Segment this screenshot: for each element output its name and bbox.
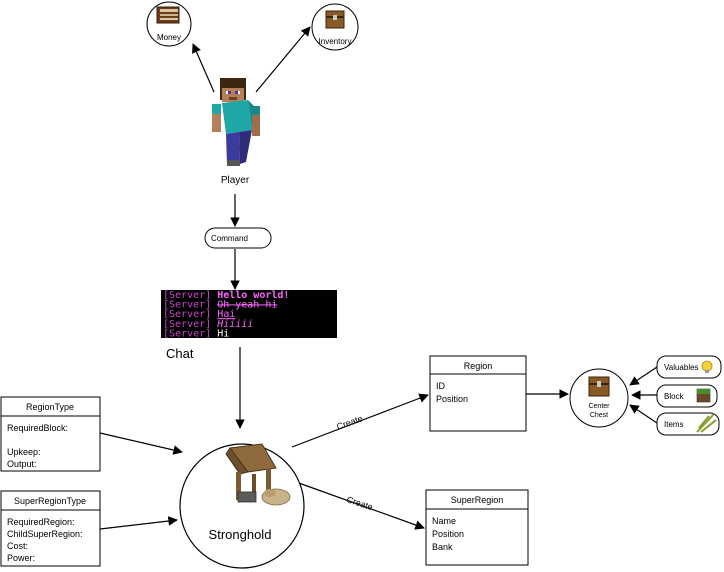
valuables-node: Valuables [656, 355, 722, 379]
chat-line: [Server] Hai [163, 309, 235, 320]
regiontype-field-0: RequiredBlock: [7, 423, 68, 433]
lightbulb-icon [701, 360, 713, 373]
chat-message: Oh yeah hi [217, 300, 277, 311]
superregion-box: SuperRegion Name Position Bank [425, 489, 529, 566]
chat-prefix: [Server] [163, 290, 217, 301]
superregiontype-title: SuperRegionType [14, 496, 86, 506]
superregiontype-field-0: RequiredRegion: [7, 517, 75, 527]
center-chest-line1: Center [588, 403, 610, 410]
chat-message: Hiiiii [216, 319, 253, 330]
stronghold-building-icon [225, 443, 291, 506]
stronghold-node: Stronghold [179, 443, 305, 569]
region-title: Region [464, 361, 493, 371]
chat-prefix: [Server] [163, 300, 217, 311]
chat-line: [Server] Hello world! [163, 290, 289, 301]
chat-lines: [Server] Hello world![Server] Oh yeah hi… [163, 290, 289, 339]
grass-block-icon [696, 388, 711, 403]
arrow-player-money [192, 43, 215, 93]
chat-prefix: [Server] [163, 328, 217, 339]
region-field-0: ID [436, 381, 446, 391]
arrow-items-chest [629, 404, 658, 424]
arrow-stronghold-region [291, 393, 429, 448]
book-icon [156, 6, 180, 24]
chat-prefix: [Server] [163, 309, 217, 320]
superregiontype-field-1: ChildSuperRegion: [7, 529, 83, 539]
arrow-valuables-chest [629, 366, 658, 386]
regiontype-field-3: Output: [7, 459, 37, 469]
superregion-field-0: Name [432, 516, 456, 526]
region-field-1: Position [436, 394, 468, 404]
chest-icon [325, 10, 345, 29]
arrow-player-inventory [255, 26, 311, 93]
center-chest-node: Center Chest [569, 368, 629, 428]
chat-line: [Server] Hi [163, 328, 229, 339]
money-label: Money [157, 33, 181, 42]
block-label: Block [664, 392, 685, 401]
chat-line: [Server] Oh yeah hi [163, 300, 277, 311]
chat-line: [Server] Hiiiii [163, 319, 253, 330]
center-chest-icon [588, 376, 610, 397]
regiontype-field-2: Upkeep: [7, 447, 41, 457]
chat-prefix: [Server] [163, 319, 217, 330]
money-node: Money [146, 1, 192, 47]
inventory-node: Inventory [311, 3, 359, 51]
command-label: Command [211, 234, 248, 243]
items-label: Items [664, 420, 684, 429]
superregion-title: SuperRegion [451, 495, 504, 505]
regiontype-box: RegionType RequiredBlock: Upkeep: Output… [0, 396, 101, 472]
superregion-field-2: Bank [432, 542, 453, 552]
chat-message: Hello world! [217, 290, 289, 301]
arrow-stronghold-superregion [295, 481, 425, 530]
regiontype-title: RegionType [26, 402, 74, 412]
create-label-superregion: Create [345, 494, 374, 512]
center-chest-line2: Chest [590, 412, 608, 419]
arrow-regiontype-stronghold [99, 432, 183, 455]
chat-message: Hi [217, 328, 229, 339]
player-avatar-icon [212, 78, 260, 166]
wheat-icon [696, 413, 717, 433]
superregion-field-1: Position [432, 529, 464, 539]
block-node: Block [656, 384, 718, 408]
chat-label: Chat [166, 346, 194, 361]
region-box: Region ID Position [429, 355, 527, 432]
items-node: Items [656, 412, 720, 436]
player-label: Player [221, 175, 250, 186]
superregiontype-field-2: Cost: [7, 541, 28, 551]
chat-message: Hai [217, 309, 235, 320]
connectors [99, 26, 658, 530]
stronghold-label: Stronghold [209, 527, 272, 542]
create-label-region: Create [335, 413, 364, 432]
inventory-label: Inventory [319, 37, 352, 46]
command-node: Command [204, 227, 272, 249]
superregiontype-box: SuperRegionType RequiredRegion: ChildSup… [0, 490, 101, 567]
valuables-label: Valuables [664, 363, 699, 372]
superregiontype-field-3: Power: [7, 553, 35, 563]
arrow-superregiontype-stronghold [99, 516, 178, 530]
chat-window: [Server] Hello world![Server] Oh yeah hi… [161, 290, 337, 339]
